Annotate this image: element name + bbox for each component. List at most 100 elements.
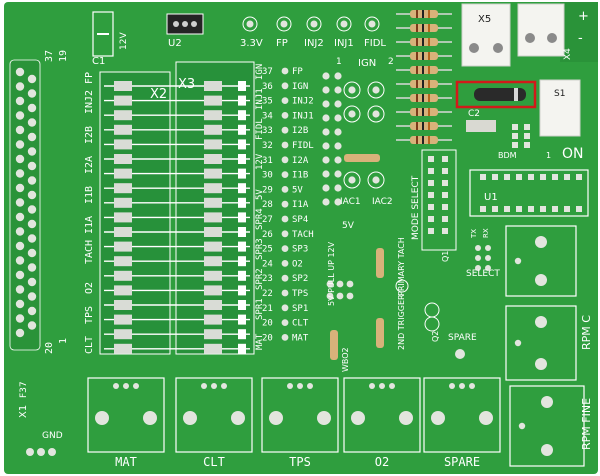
db37-pad <box>27 306 37 316</box>
db37-pad <box>15 111 25 120</box>
x2-pin <box>114 285 132 296</box>
x2-pin <box>114 300 132 310</box>
left-header-label: INJ2 <box>84 90 95 114</box>
fp-top-label: FP <box>276 38 288 49</box>
primary-tach-label: PRIMARY TACH <box>397 237 406 296</box>
db37-pad <box>15 96 25 106</box>
left-header-label: CLT <box>84 336 95 354</box>
s1-label: S1 <box>554 89 565 99</box>
middle-pads <box>322 72 491 360</box>
pin-number: 33 <box>262 126 273 136</box>
left-header-label: TACH <box>84 240 95 264</box>
pin-1-label: 1 <box>58 338 69 344</box>
x3-label: X3 <box>178 77 195 92</box>
x3-pin <box>204 139 222 150</box>
tx-label: TX <box>470 229 478 239</box>
left-header-label: TPS <box>84 306 95 324</box>
x3-pin <box>204 183 222 194</box>
pin-number: 21 <box>262 304 273 314</box>
n1-label: 1 <box>336 57 342 67</box>
pin-number: 24 <box>262 259 273 269</box>
db37-pad <box>27 219 37 229</box>
db37-pad <box>15 169 25 178</box>
db37-pad <box>27 132 37 142</box>
db37-pad <box>27 321 37 330</box>
x2-pin <box>114 343 132 354</box>
second-trigger-label: 2ND TRIGGER <box>397 294 406 350</box>
right-connectors <box>505 225 585 467</box>
x3-column-label: 12V <box>255 153 265 170</box>
x3-column-label: SPR1 <box>255 298 265 320</box>
x5-connector <box>461 3 511 67</box>
pin-number: 35 <box>262 97 273 107</box>
sensor-connector-label: O2 <box>375 455 389 469</box>
db37-pad <box>27 292 37 301</box>
db37-pad <box>15 67 25 77</box>
pull-up-label: 5V PULL UP 12V <box>327 241 336 306</box>
db37-pad <box>27 74 37 84</box>
u2-label: U2 <box>168 38 182 49</box>
db37-pad <box>15 227 25 236</box>
sensor-connector-outline <box>261 377 339 453</box>
db37-pad <box>15 256 25 265</box>
x3-pin <box>204 212 222 223</box>
c1-label: C1 <box>92 56 105 67</box>
db37-pad <box>27 176 37 185</box>
db37-pad <box>15 82 25 91</box>
pin-name: I2A <box>292 156 309 166</box>
db37-pad <box>27 103 37 113</box>
db37-pad <box>15 140 25 149</box>
n2-label: 2 <box>388 57 394 67</box>
db37-pad <box>27 89 37 98</box>
pin-name: I2B <box>292 126 308 136</box>
x3-pin <box>204 256 222 267</box>
highlight-box <box>455 80 537 109</box>
x3-column-label: SPR3 <box>255 238 265 260</box>
x3-pin <box>204 285 222 296</box>
inj1-top-label: INJ1 <box>334 38 354 49</box>
x2-pin <box>114 139 132 150</box>
highlighted-diode <box>474 88 526 101</box>
db37-pad <box>27 234 37 243</box>
db37-pad <box>27 118 37 127</box>
f37-label: F37 <box>19 381 29 398</box>
x3-column-label: SPR2 <box>255 268 265 290</box>
pin-name: FP <box>292 67 303 77</box>
5v-mid-label: 5V <box>342 221 355 231</box>
ign-label: IGN <box>358 58 376 69</box>
x2-pin <box>114 256 132 267</box>
pin-number: 20 <box>262 333 273 343</box>
pin-name: CLT <box>292 319 309 329</box>
x3-pin <box>204 197 222 208</box>
sensor-connector-outline <box>343 377 421 453</box>
c2-capacitor <box>466 120 496 132</box>
pin-number: 32 <box>262 141 273 151</box>
db37-pad <box>27 147 37 156</box>
u1-pads <box>480 174 582 212</box>
top-test-points <box>242 16 380 32</box>
resistor <box>344 154 380 162</box>
pin-name: I1A <box>292 200 309 210</box>
x3-jumper-block <box>175 61 255 355</box>
left-header-label: I1B <box>84 186 95 204</box>
select-label: SELECT <box>466 269 500 279</box>
x2-pin <box>114 183 132 194</box>
db37-connector-pads <box>9 59 41 351</box>
x3-pin <box>204 270 222 281</box>
x3-pin <box>204 168 222 179</box>
db37-pad <box>15 328 25 338</box>
board-corner <box>560 2 598 62</box>
inj2-top-label: INJ2 <box>304 38 324 49</box>
x2-pin <box>114 95 132 106</box>
bdm-label: BDM <box>498 151 517 160</box>
x2-pin <box>114 270 132 281</box>
db37-pad <box>15 125 25 135</box>
bdm-one-label: 1 <box>546 151 551 160</box>
pin-name: TACH <box>292 230 314 240</box>
x2-pin <box>114 329 132 340</box>
x4-minus-label: - <box>578 31 583 46</box>
pin-name: IGN <box>292 82 308 92</box>
